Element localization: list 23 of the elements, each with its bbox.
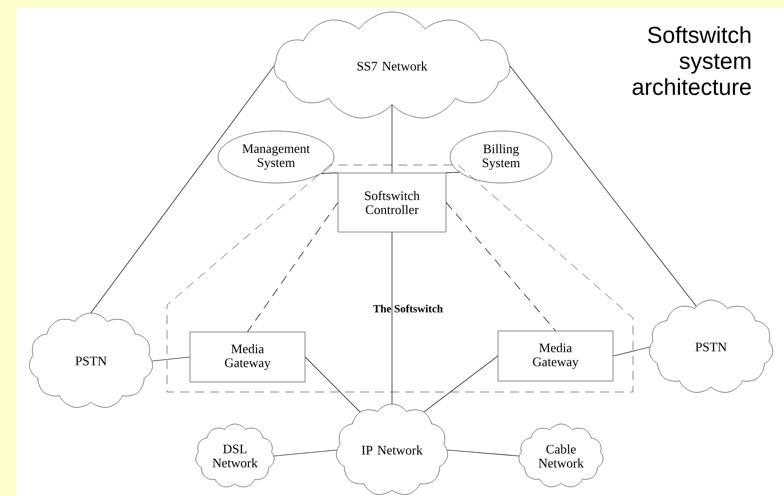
connector-line	[90, 66, 274, 314]
component-box: Media Gateway	[190, 332, 306, 382]
connector-line	[320, 172, 338, 174]
connector-line	[424, 356, 498, 412]
network-cloud: Cable Network	[518, 424, 604, 488]
connector-line	[447, 450, 520, 456]
network-cloud: PSTN	[649, 300, 773, 393]
slide-title: Softswitch system architecture	[632, 26, 751, 96]
network-cloud: DSL Network	[196, 424, 274, 488]
connector-line	[612, 346, 650, 356]
component-box: Softswitch Controller	[338, 172, 446, 232]
connector-line	[247, 202, 338, 332]
connector-line	[510, 66, 696, 307]
connector-line	[304, 356, 360, 412]
network-cloud: SS7 Network	[274, 12, 510, 118]
connector-line	[152, 356, 190, 362]
connector-line	[446, 172, 460, 174]
region-label: The Softswitch	[373, 304, 443, 312]
connector-line	[446, 202, 556, 332]
network-cloud: IP Network	[336, 404, 448, 495]
network-cloud: PSTN	[29, 312, 153, 408]
component-box: Media Gateway	[498, 330, 614, 382]
connector-line	[274, 450, 337, 456]
